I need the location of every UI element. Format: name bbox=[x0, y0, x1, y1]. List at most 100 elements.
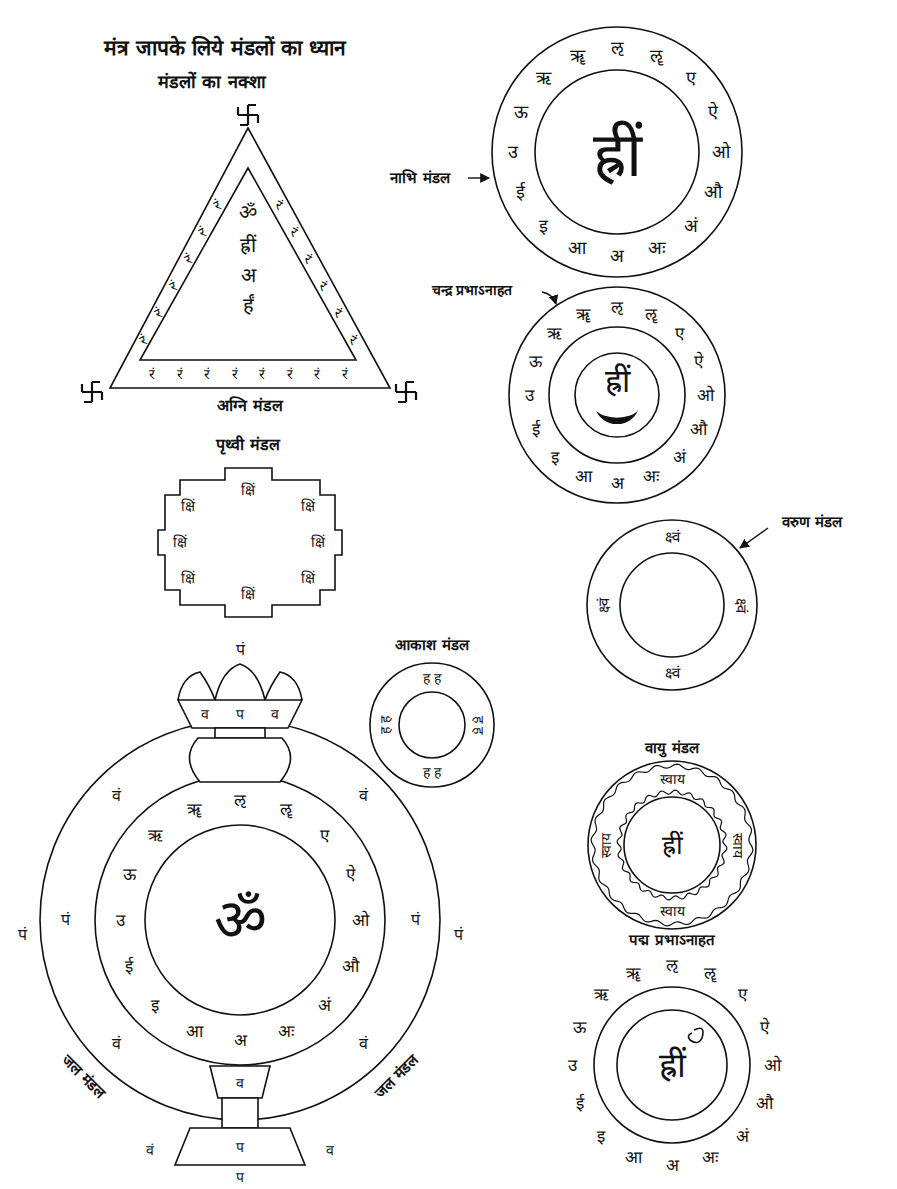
mantra-syllable: आ bbox=[575, 468, 592, 485]
mantra-syllable: उ bbox=[508, 143, 518, 161]
akash-circle: आकाश मंडलह हह हह हह ह bbox=[365, 630, 500, 790]
mantra-syllable: ओ bbox=[352, 912, 369, 929]
mantra-syllable: अं bbox=[673, 449, 686, 466]
swastika-symbol bbox=[238, 105, 258, 125]
node-outline bbox=[370, 20, 755, 285]
mantra-syllable: रं bbox=[347, 332, 359, 347]
swastika-symbol bbox=[396, 382, 416, 402]
mantra-syllable: ऊ bbox=[514, 103, 528, 121]
mantra-syllable: रं bbox=[302, 251, 314, 266]
ring-outline bbox=[617, 1010, 727, 1120]
mantra-syllable: औ bbox=[756, 1095, 773, 1112]
mantra-syllable: ऊ bbox=[573, 1018, 586, 1035]
mantra-syllable: रं bbox=[342, 367, 348, 381]
mantra-syllable: रं bbox=[232, 367, 238, 381]
mantra-syllable: अ bbox=[611, 475, 624, 492]
vase-body bbox=[189, 738, 290, 782]
mantra-syllable: ऋ bbox=[536, 69, 551, 87]
swastika-symbols bbox=[82, 105, 416, 402]
mantra-syllable: स्वाय bbox=[731, 833, 745, 858]
mandala-heading: चन्द्र प्रभाऽनाहत bbox=[432, 283, 513, 297]
ring-outline bbox=[509, 287, 725, 503]
mantra-syllable: क्षिं bbox=[173, 535, 187, 549]
node-outline bbox=[585, 505, 875, 695]
mantra-syllable: ॠ bbox=[187, 801, 202, 818]
mandala-heading: जल मंडल bbox=[59, 1053, 107, 1101]
ring-outline bbox=[535, 70, 699, 234]
swastika-symbol bbox=[82, 382, 102, 402]
ring-outline bbox=[620, 553, 724, 657]
wind-waves bbox=[591, 764, 753, 926]
mantra-syllable: ॠ bbox=[626, 964, 641, 981]
mandala-heading: जल मंडल bbox=[373, 1053, 421, 1101]
mantra-syllable: वं bbox=[359, 1036, 368, 1052]
mantra-syllable: ऋ bbox=[594, 986, 609, 1003]
mantra-syllable: ॠ bbox=[576, 305, 591, 322]
padma-circle: पद्म प्रभाऽनाहतह्रींअआइईउऊऋॠऌॡएऐओऔअंअः bbox=[555, 925, 795, 1185]
mantra-syllable: ह्रीं bbox=[662, 832, 683, 858]
mantra-syllable: ह ह bbox=[378, 716, 392, 734]
mantra-syllable: इ bbox=[597, 1127, 605, 1144]
mantra-syllable: रं bbox=[288, 224, 300, 239]
mantra-syllable: ॐ bbox=[214, 891, 267, 949]
mantra-syllable: ऌ bbox=[611, 39, 624, 57]
mantra-syllable: ॡ bbox=[645, 305, 657, 322]
mantra-syllable: अ bbox=[241, 265, 256, 285]
vase-pot bbox=[178, 700, 302, 728]
mantra-syllable: रं bbox=[182, 251, 194, 266]
mantra-syllable: रं bbox=[177, 367, 183, 381]
pedestal-neck bbox=[222, 1098, 258, 1128]
mantra-syllable: रं bbox=[152, 305, 164, 320]
mantra-syllable: रं bbox=[196, 224, 208, 239]
mantra-syllable: प bbox=[236, 1140, 244, 1154]
mantra-syllable: व bbox=[326, 1143, 334, 1157]
mantra-syllable: क्ष्वं bbox=[665, 530, 680, 545]
mantra-syllable: ॡ bbox=[650, 47, 663, 65]
mantra-syllable: रं bbox=[287, 367, 293, 381]
mantra-syllable: र्हं bbox=[243, 295, 254, 315]
mantra-syllable: अ bbox=[610, 247, 624, 265]
mantra-syllable: व bbox=[201, 707, 209, 721]
mantra-syllable: ऐ bbox=[694, 353, 703, 370]
mantra-syllable: पं bbox=[454, 927, 463, 943]
mantra-syllable: ॡ bbox=[280, 801, 292, 818]
mantra-syllable: ह्रीं bbox=[593, 124, 642, 186]
mantra-syllable: इ bbox=[551, 449, 559, 466]
node-outline bbox=[400, 275, 735, 510]
agni-triangle: अग्नि मंडलॐह्रींअर्हंरंरंरंरंरंरंरंरंरंर… bbox=[95, 110, 410, 420]
mandala-heading: वायु मंडल bbox=[645, 741, 698, 756]
mantra-syllable: वं bbox=[359, 788, 368, 804]
mantra-syllable: ओ bbox=[697, 387, 714, 404]
nabhi-circle: नाभि मंडलह्रींअआइईउऊऋॠऌॡएऐओऔअंअः bbox=[370, 20, 755, 285]
mantra-syllable: रं bbox=[204, 367, 210, 381]
mantra-syllable: प bbox=[236, 1170, 244, 1184]
mantra-syllable: ऌ bbox=[666, 957, 678, 974]
varun-circle: वरुण मंडलक्ष्वंक्ष्वंक्ष्वंक्ष्वं bbox=[585, 505, 875, 695]
mantra-syllable: क्षिं bbox=[241, 587, 255, 601]
mantra-syllable: अः bbox=[643, 468, 659, 485]
vayu-circle: वायु मंडलह्रींस्वायस्वायस्वायस्वाय bbox=[585, 735, 760, 930]
mandala-heading: नाभि मंडल bbox=[390, 171, 449, 186]
page-subtitle: मंडलों का नक्शा bbox=[158, 73, 266, 91]
triangle-outline bbox=[110, 128, 390, 388]
mantra-syllable: व bbox=[271, 707, 279, 721]
mantra-syllable: पं bbox=[18, 927, 27, 943]
mantra-syllable: अः bbox=[278, 1022, 294, 1039]
mantra-syllable: क्ष्वं bbox=[733, 598, 748, 613]
mantra-syllable: पं bbox=[61, 912, 70, 928]
leader-arrow bbox=[542, 292, 556, 304]
mantra-syllable: ह्रीं bbox=[659, 1048, 686, 1082]
mantra-syllable: वं bbox=[146, 1143, 154, 1157]
mantra-syllable: क्षिं bbox=[301, 571, 315, 585]
mantra-syllable: ऐ bbox=[708, 103, 718, 121]
mantra-syllable: क्ष्वं bbox=[665, 666, 680, 681]
wind-wave bbox=[617, 790, 727, 900]
mantra-syllable: क्षिं bbox=[181, 499, 195, 513]
page-title: मंत्र जापके लिये मंडलों का ध्यान bbox=[104, 38, 347, 59]
mantra-syllable: रं bbox=[137, 332, 149, 347]
ring-outline bbox=[594, 987, 750, 1143]
mantra-syllable: रं bbox=[273, 197, 285, 212]
mantra-syllable: औ bbox=[704, 183, 722, 201]
mantra-syllable: व bbox=[236, 1076, 244, 1090]
